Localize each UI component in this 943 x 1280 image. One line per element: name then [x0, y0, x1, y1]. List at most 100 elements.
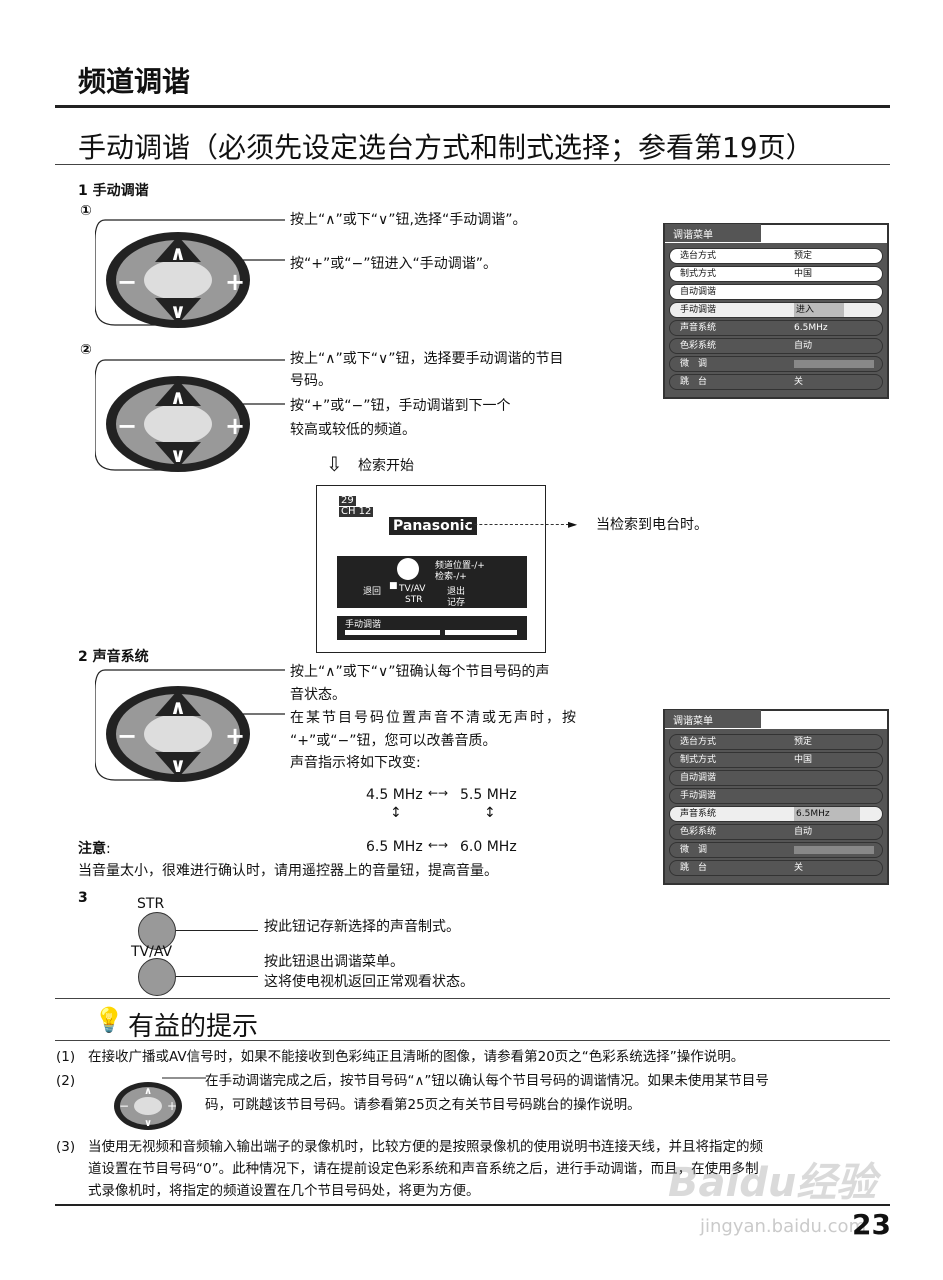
search-start-label: 检索开始	[358, 458, 414, 474]
tip1-text: 在接收广播或AV信号时，如果不能接收到色彩纯正且清晰的图像，请参看第20页之“色…	[88, 1049, 745, 1065]
tv-channel: CH 12	[339, 506, 374, 517]
svg-text:+: +	[167, 1099, 177, 1113]
freq-6-5: 6.5 MHz	[366, 839, 423, 855]
tvav-button[interactable]	[138, 958, 176, 996]
tv-bar-left	[345, 630, 440, 635]
menu2-title: 调谐菜单	[665, 710, 761, 728]
freq-6-0: 6.0 MHz	[460, 839, 517, 855]
step1-sub2-num: ②	[80, 342, 92, 358]
str-leader-line	[176, 930, 258, 931]
step1-sub2-line1: 按上“∧”或下“∨”钮，选择要手动调谐的节目	[290, 351, 564, 367]
tv-save-label: 记存	[447, 598, 466, 608]
svg-text:−: −	[117, 268, 137, 296]
str-button[interactable]	[138, 912, 176, 950]
tv-help-panel: 频道位置-/+ 检索-/+ 退回 ■ TV/AV STR 退出 记存	[337, 556, 527, 608]
step2-line2b: “+”或“−”钮，您可以改善音质。	[290, 733, 497, 749]
tvav-description-1: 按此钮退出调谐菜单。	[264, 954, 404, 970]
tips-top-rule	[55, 998, 890, 999]
tips-title: 有益的提示	[128, 1012, 259, 1042]
tip3-text-b: 道设置在节目号码“0”。此种情况下，请在提前设定色彩系统和声音系统之后，进行手动…	[88, 1161, 759, 1177]
double-arrow-icon: ←→	[428, 838, 449, 852]
tv-tvav-label: TV/AV	[399, 584, 426, 594]
menu2-row: 跳 台关	[669, 860, 883, 876]
menu2-row: 选台方式预定	[669, 734, 883, 750]
step2-line1: 按上“∧”或下“∨”钮确认每个节目号码的声	[290, 664, 550, 680]
svg-text:+: +	[225, 268, 245, 296]
menu1-title: 调谐菜单	[665, 224, 761, 242]
svg-text:−: −	[117, 722, 137, 750]
menu1-row: 色彩系统自动	[669, 338, 883, 354]
remote-mini-tip: ∧ ∨ − +	[112, 1072, 207, 1134]
note-label: 注意	[78, 841, 106, 857]
tv-tuning-bar: 手动调谐	[337, 616, 527, 640]
remote-control-1: ∧ ∨ − +	[95, 210, 295, 340]
square-bullet-icon: ■	[389, 581, 398, 591]
svg-text:∨: ∨	[170, 753, 186, 777]
remote-control-2: ∧ ∨ − +	[95, 350, 295, 485]
step1-label: 1 手动调谐	[78, 183, 149, 199]
step2-line2: 在某节目号码位置声音不清或无声时，按	[290, 710, 578, 726]
svg-text:∧: ∧	[170, 385, 186, 409]
menu1-row: 微 调	[669, 356, 883, 372]
tvav-leader-line	[176, 976, 258, 977]
step1-sub1-line2: 按“+”或“−”钮进入“手动调谐”。	[290, 256, 497, 272]
tip2-number: (2)	[56, 1073, 76, 1089]
svg-text:∨: ∨	[170, 299, 186, 323]
menu1-row: 选台方式预定	[669, 248, 883, 264]
svg-text:−: −	[119, 1099, 129, 1113]
tv-prog-number: 29	[339, 495, 356, 506]
tip3-text-a: 当使用无视频和音频输入输出端子的录像机时，比较方便的是按照录像机的使用说明书连接…	[88, 1139, 763, 1155]
baidu-watermark: Baidu经验	[668, 1160, 877, 1206]
section-title: 手动调谐（必须先设定选台方式和制式选择；参看第19页）	[78, 131, 814, 164]
tv-help-2: 检索-/+	[435, 572, 467, 582]
step1-sub2-line1b: 号码。	[290, 373, 332, 389]
svg-text:∧: ∧	[170, 241, 186, 265]
menu2-row: 色彩系统自动	[669, 824, 883, 840]
tv-exit-label: 退出	[447, 587, 466, 597]
step2-line3: 声音指示将如下改变:	[290, 755, 421, 771]
note-heading: 注意:	[78, 838, 111, 858]
str-description: 按此钮记存新选择的声音制式。	[264, 919, 460, 935]
page-header-title: 频道调谐	[78, 65, 191, 98]
tvav-description-2: 这将使电视机返回正常观看状态。	[264, 974, 474, 990]
baidu-watermark-url: jingyan.baidu.com	[700, 1216, 867, 1237]
menu2-row: 自动调谐	[669, 770, 883, 786]
remote-mini-icon	[397, 558, 419, 580]
tip3-number: (3)	[56, 1139, 76, 1155]
menu1-row: 制式方式中国	[669, 266, 883, 282]
step1-sub2-line2: 按“+”或“−”钮，手动调谐到下一个	[290, 398, 511, 414]
tip1-number: (1)	[56, 1049, 76, 1065]
menu1-row: 跳 台关	[669, 374, 883, 390]
tv-brand-label: Panasonic	[389, 517, 477, 535]
menu2-row: 微 调	[669, 842, 883, 858]
svg-text:∨: ∨	[144, 1118, 152, 1129]
svg-text:+: +	[225, 412, 245, 440]
note-text: 当音量太小，很难进行确认时，请用遥控器上的音量钮，提高音量。	[78, 863, 498, 879]
step1-sub1-num: ①	[80, 203, 92, 219]
tip2-text-b: 码，可跳越该节目号码。请参看第25页之有关节目号码跳台的操作说明。	[205, 1097, 641, 1113]
tips-title-rule	[55, 1040, 890, 1041]
menu1-row: 自动调谐	[669, 284, 883, 300]
tv-str-label: STR	[405, 595, 423, 605]
lightbulb-icon: 💡	[94, 1006, 124, 1034]
step1-sub1-line1: 按上“∧”或下“∨”钮,选择“手动调谐”。	[290, 212, 527, 228]
found-label: 当检索到电台时。	[596, 517, 708, 533]
tv-screen: 29 CH 12 Panasonic 频道位置-/+ 检索-/+ 退回 ■ TV…	[316, 485, 546, 653]
page-number: 23	[852, 1208, 891, 1241]
menu2-row: 制式方式中国	[669, 752, 883, 768]
remote-control-3: ∧ ∨ − +	[95, 660, 295, 795]
svg-text:∧: ∧	[144, 1086, 152, 1097]
str-button-label: STR	[137, 896, 165, 912]
tv-back-label: 退回	[363, 587, 382, 597]
tvav-button-label: TV/AV	[131, 944, 173, 960]
tv-help-1: 频道位置-/+	[435, 561, 485, 571]
step1-sub2-line2b: 较高或较低的频道。	[290, 422, 416, 438]
freq-4-5: 4.5 MHz	[366, 787, 423, 803]
freq-5-5: 5.5 MHz	[460, 787, 517, 803]
svg-text:∧: ∧	[170, 695, 186, 719]
svg-text:∨: ∨	[170, 443, 186, 467]
